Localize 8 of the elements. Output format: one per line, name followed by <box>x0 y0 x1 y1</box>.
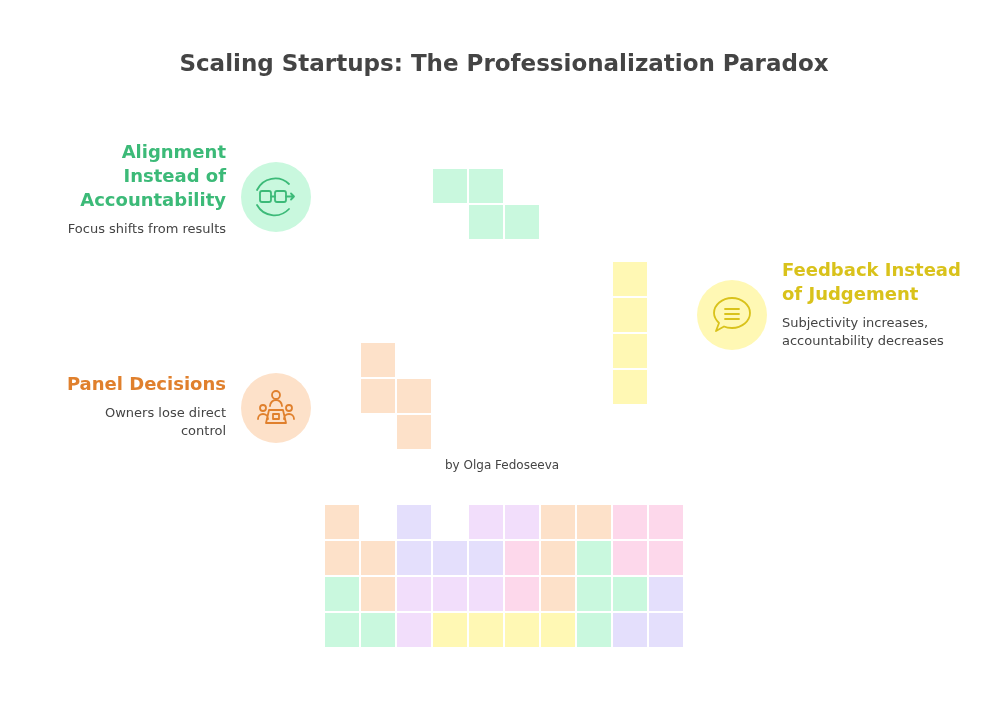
byline: by Olga Fedoseeva <box>445 458 560 472</box>
heading: Panel Decisions <box>65 372 226 396</box>
heading: Feedback Instead of Judgement <box>782 258 962 306</box>
description: Owners lose direct control <box>104 404 226 440</box>
heading: Alignment Instead of Accountability <box>79 140 226 212</box>
description: Focus shifts from results <box>66 220 226 238</box>
description: Subjectivity increases, accountability decreases <box>782 314 945 350</box>
title: Scaling Startups: The Professionalization Paradox <box>178 50 830 76</box>
